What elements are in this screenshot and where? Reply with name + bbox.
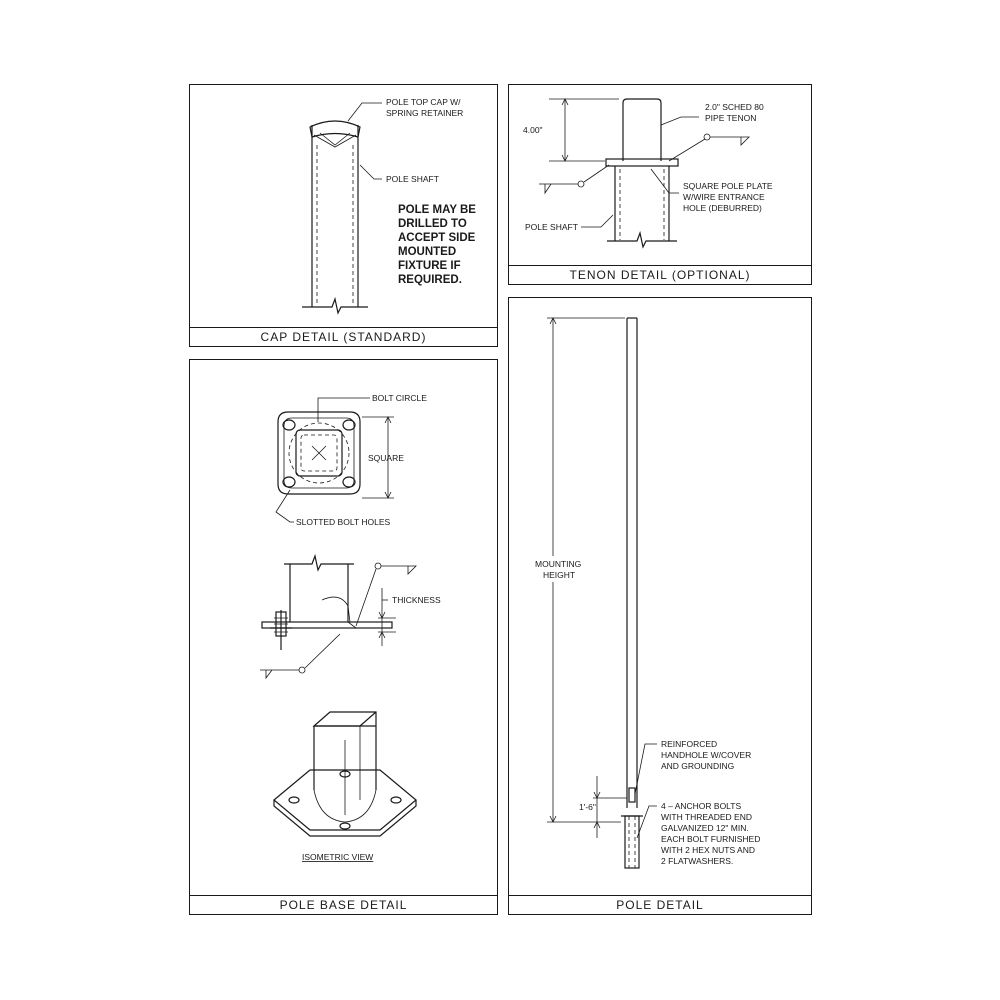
tenon-detail-drawing: 4.00" 2.0" SCHED 80 PIPE TENON SQUARE PO… xyxy=(523,98,773,249)
cap-note-line-4: MOUNTED xyxy=(398,246,456,258)
cap-note-line-5: FIXTURE IF xyxy=(398,260,461,272)
offset-dimension-label: 1'-6" xyxy=(579,802,596,812)
pole-base-detail-panel: BOLT CIRCLE SQUARE SLOTTED BOLT HOLES TH… xyxy=(189,359,498,915)
anchor-bolts-label-1: 4 – ANCHOR BOLTS xyxy=(661,801,741,811)
bolt-circle-label: BOLT CIRCLE xyxy=(372,393,427,403)
handhole xyxy=(628,787,636,803)
cap-top-cap-label-1: POLE TOP CAP W/ xyxy=(386,97,461,107)
tenon-detail-panel: 4.00" 2.0" SCHED 80 PIPE TENON SQUARE PO… xyxy=(508,84,812,285)
cap-note-line-6: REQUIRED. xyxy=(398,274,462,286)
base-section-view xyxy=(261,553,393,650)
square-dimension-label: SQUARE xyxy=(368,453,404,463)
slotted-bolt-holes-label: SLOTTED BOLT HOLES xyxy=(296,517,390,527)
base-isometric-view xyxy=(273,711,417,837)
anchor-bolts-label-3: GALVANIZED 12" MIN. xyxy=(661,823,749,833)
cap-detail-drawing: POLE TOP CAP W/ SPRING RETAINER POLE SHA… xyxy=(302,97,476,315)
tenon-plate-label-1: SQUARE POLE PLATE xyxy=(683,181,773,191)
mounting-height-label-1: MOUNTING xyxy=(535,559,581,569)
pole-base-detail-title: POLE BASE DETAIL xyxy=(190,895,497,914)
mounting-height-label-2: HEIGHT xyxy=(543,570,575,580)
cap-detail-title: CAP DETAIL (STANDARD) xyxy=(190,327,497,346)
pole-detail-panel: MOUNTING HEIGHT 1'-6" REINFORCED HANDHOL… xyxy=(508,297,812,915)
cap-note-line-3: ACCEPT SIDE xyxy=(398,232,476,244)
anchor-bolts-label-4: EACH BOLT FURNISHED xyxy=(661,834,760,844)
pole-base-drawing: BOLT CIRCLE SQUARE SLOTTED BOLT HOLES TH… xyxy=(260,393,441,862)
pole-detail-drawing: MOUNTING HEIGHT 1'-6" REINFORCED HANDHOL… xyxy=(531,317,760,869)
cap-note-line-2: DRILLED TO xyxy=(398,218,467,230)
handhole-label-1: REINFORCED xyxy=(661,739,717,749)
tenon-pipe-label-2: PIPE TENON xyxy=(705,113,756,123)
tenon-shaft-label: POLE SHAFT xyxy=(525,222,578,232)
tenon-pipe-label-1: 2.0" SCHED 80 xyxy=(705,102,764,112)
anchor-bolts-label-6: 2 FLATWASHERS. xyxy=(661,856,733,866)
anchor-base xyxy=(624,815,640,869)
cap-shaft-label: POLE SHAFT xyxy=(386,174,439,184)
tenon-plate-label-2: W/WIRE ENTRANCE xyxy=(683,192,765,202)
cap-note-line-1: POLE MAY BE xyxy=(398,204,476,216)
square-pole-plate xyxy=(605,158,679,167)
tenon-plate-label-3: HOLE (DEBURRED) xyxy=(683,203,762,213)
handhole-label-2: HANDHOLE W/COVER xyxy=(661,750,751,760)
base-plan-view xyxy=(277,411,361,495)
tenon-pipe xyxy=(622,98,662,161)
pole-top-cap xyxy=(309,120,361,138)
anchor-bolts-label-2: WITH THREADED END xyxy=(661,812,752,822)
isometric-view-label: ISOMETRIC VIEW xyxy=(302,852,373,862)
pole-detail-title: POLE DETAIL xyxy=(509,895,811,914)
cap-top-cap-label-2: SPRING RETAINER xyxy=(386,108,463,118)
anchor-bolts-label-5: WITH 2 HEX NUTS AND xyxy=(661,845,755,855)
handhole-label-3: AND GROUNDING xyxy=(661,761,734,771)
thickness-label: THICKNESS xyxy=(392,595,441,605)
tenon-detail-title: TENON DETAIL (OPTIONAL) xyxy=(509,265,811,284)
tenon-height-label: 4.00" xyxy=(523,125,543,135)
cap-detail-panel: POLE TOP CAP W/ SPRING RETAINER POLE SHA… xyxy=(189,84,498,347)
